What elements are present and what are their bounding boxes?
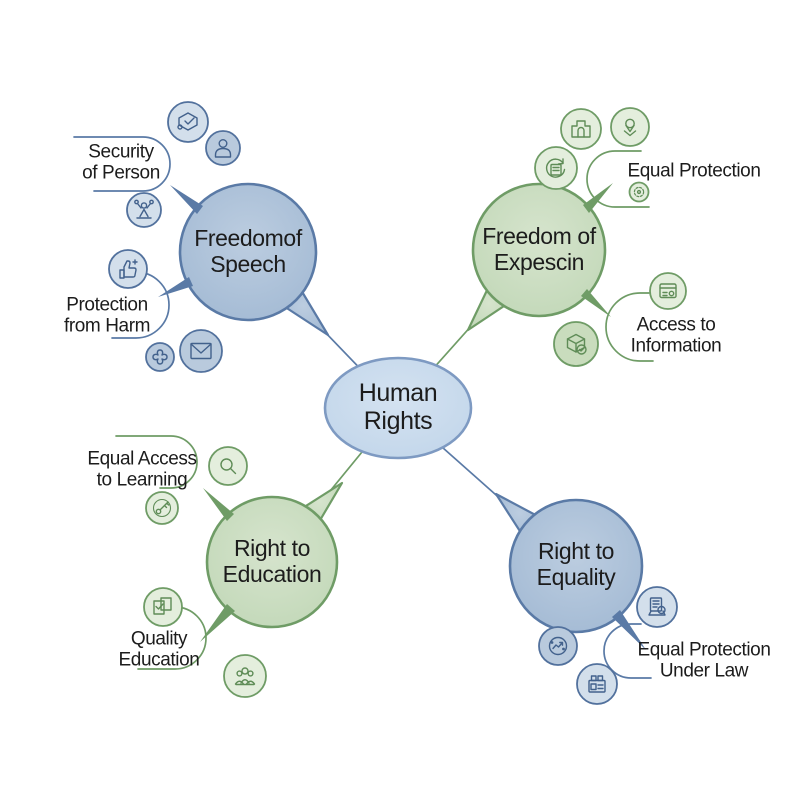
browser-window-icon [649, 272, 687, 310]
key-icon [145, 491, 179, 525]
sublabel-equal-protection: Equal Protection [627, 160, 761, 182]
sublabel-security-of-person: Security of Person [82, 141, 160, 184]
document-refresh-icon [534, 146, 578, 190]
sublabel-protection-from-harm: Protection from Harm [63, 294, 151, 337]
node-label-right-to-education: Right to Education [222, 535, 322, 587]
wedge-equality-law [612, 610, 646, 650]
node-label-right-to-equality: Right to Equality [536, 538, 616, 590]
node-label-human-rights: Human Rights [358, 378, 438, 435]
thumbs-up-icon [108, 249, 148, 289]
document-review-icon [636, 586, 678, 628]
person-icon [205, 130, 241, 166]
node-circle-freedom-of-expression [471, 182, 607, 318]
location-pin-icon [610, 107, 650, 147]
gear-icon [628, 181, 650, 203]
node-circle-right-to-education [205, 495, 339, 629]
label-arc-law [603, 623, 652, 679]
verified-box-icon [167, 101, 209, 143]
label-arc-quality [137, 606, 207, 670]
node-label-freedom-of-expression: Freedom of Expescin [482, 223, 596, 275]
package-check-icon [553, 321, 599, 367]
wedge-education-quality [200, 604, 235, 642]
label-arc-equal-protection [586, 150, 650, 208]
label-arc-equal-access [115, 435, 198, 489]
checklist-icon [143, 587, 183, 627]
gauge-icon [538, 626, 578, 666]
toolbox-icon [576, 663, 618, 705]
sublabel-equal-access-to-learning: Equal Access to Learning [87, 448, 197, 491]
label-arc-security [73, 136, 171, 192]
sublabel-quality-education: Quality Education [118, 628, 200, 671]
group-people-icon [223, 654, 267, 698]
sublabel-access-to-information: Access to Information [630, 314, 722, 357]
celebration-icon [126, 192, 162, 228]
clover-icon [145, 342, 175, 372]
node-circle-right-to-equality [508, 498, 644, 634]
magnifier-icon [208, 446, 248, 486]
bank-icon [560, 108, 602, 150]
wedge-speech-security [170, 185, 203, 214]
wedge-expression-access [581, 289, 611, 317]
wedge-education-equal-access [203, 488, 234, 521]
node-label-freedom-of-speech: Freedomof Speech [194, 225, 302, 277]
sublabel-equal-protection-under-law: Equal Protection Under Law [637, 639, 771, 682]
envelope-icon [179, 329, 223, 373]
node-circle-freedom-of-speech [178, 182, 318, 322]
label-arc-access [605, 292, 654, 362]
node-ellipse-human-rights [323, 356, 473, 460]
wedge-expression-equal-protection [583, 183, 613, 213]
